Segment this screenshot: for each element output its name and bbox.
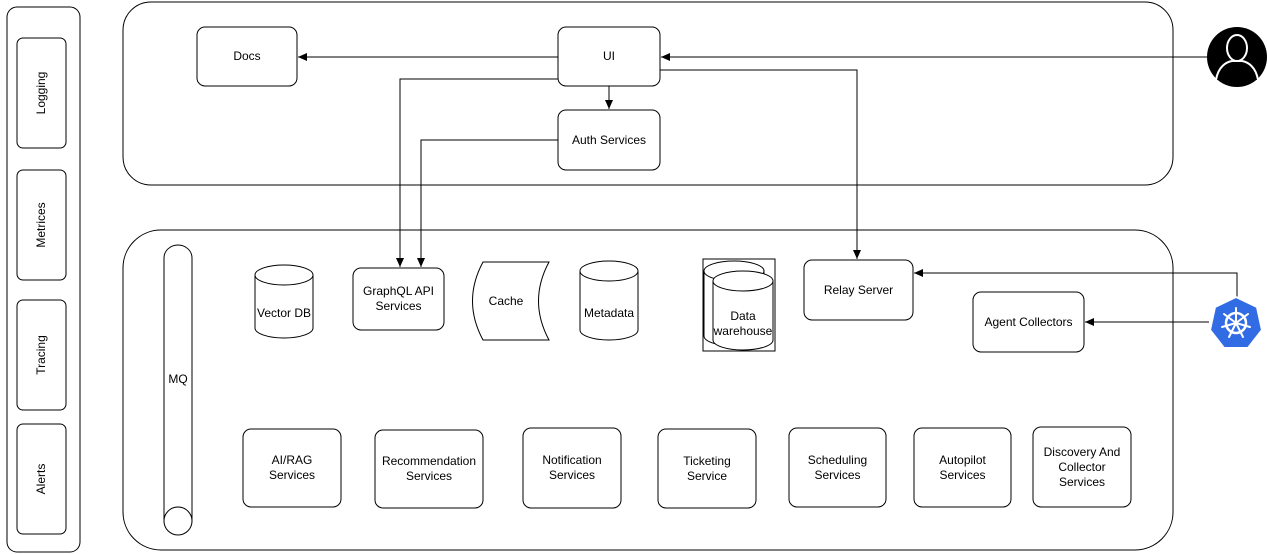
recommendation-services-box[interactable]: [374, 429, 484, 509]
user-icon: [1207, 27, 1267, 87]
relay-server-box[interactable]: [803, 259, 914, 321]
vector-db-label: Vector DB: [256, 305, 312, 320]
alerts-box[interactable]: [16, 423, 67, 535]
relay-server-label: Relay Server: [823, 282, 894, 297]
cache-label: Cache: [488, 293, 524, 308]
ai-rag-services-box[interactable]: [242, 428, 342, 508]
k8s-to-relay-arrow: [914, 269, 1238, 300]
autopilot-services-box[interactable]: [913, 427, 1012, 508]
graphql-label: GraphQL API Services: [363, 284, 434, 313]
recommendation-services-label: Recommendation Services: [381, 454, 477, 483]
tracing-box[interactable]: [16, 299, 67, 411]
ui-to-relay-arrow: [660, 69, 861, 259]
scheduling-services-box[interactable]: [788, 427, 887, 508]
notification-services-box[interactable]: [522, 427, 622, 509]
vector-db-cylinder[interactable]: [254, 264, 314, 339]
side-item-metrices: Metrices: [34, 202, 48, 248]
docs-box[interactable]: [196, 26, 298, 87]
notification-services-label: Notification Services: [542, 453, 602, 482]
docs-label: Docs: [233, 49, 261, 63]
mq-cylinder[interactable]: [163, 244, 193, 536]
side-item-logging: Logging: [34, 71, 48, 115]
ui-to-graphql-arrow: [396, 78, 558, 267]
agent-collectors-box[interactable]: [972, 291, 1085, 353]
kubernetes-icon: [1208, 295, 1264, 349]
graphql-box[interactable]: [352, 267, 445, 331]
side-item-tracing: Tracing: [34, 335, 48, 375]
auth-services-label: Auth Services: [571, 132, 647, 147]
mq-label: MQ: [168, 371, 188, 386]
discovery-collector-services-box[interactable]: [1032, 426, 1132, 508]
metadata-label: Metadata: [583, 305, 635, 320]
data-warehouse-cylinder[interactable]: [702, 258, 776, 352]
cache-shape[interactable]: [472, 261, 550, 341]
agent-collectors-label: Agent Collectors: [984, 314, 1073, 329]
data-warehouse-label: Data warehouse: [713, 309, 773, 338]
autopilot-services-label: Autopilot Services: [939, 452, 986, 482]
auth-to-graphql-arrow: [417, 139, 558, 267]
ticketing-service-label: Ticketing Service: [683, 453, 731, 483]
scheduling-services-label: Scheduling Services: [807, 452, 868, 482]
discovery-collector-services-label: Discovery And Collector Services: [1043, 444, 1121, 489]
side-item-alerts: Alerts: [34, 463, 48, 495]
logging-box[interactable]: [16, 37, 67, 149]
ui-label: UI: [603, 49, 615, 63]
frontend-container: [122, 1, 1174, 186]
ai-rag-services-label: AI/RAG Services: [268, 453, 315, 482]
metrices-box[interactable]: [16, 169, 67, 281]
ticketing-service-box[interactable]: [657, 428, 757, 509]
metadata-cylinder[interactable]: [579, 260, 639, 341]
